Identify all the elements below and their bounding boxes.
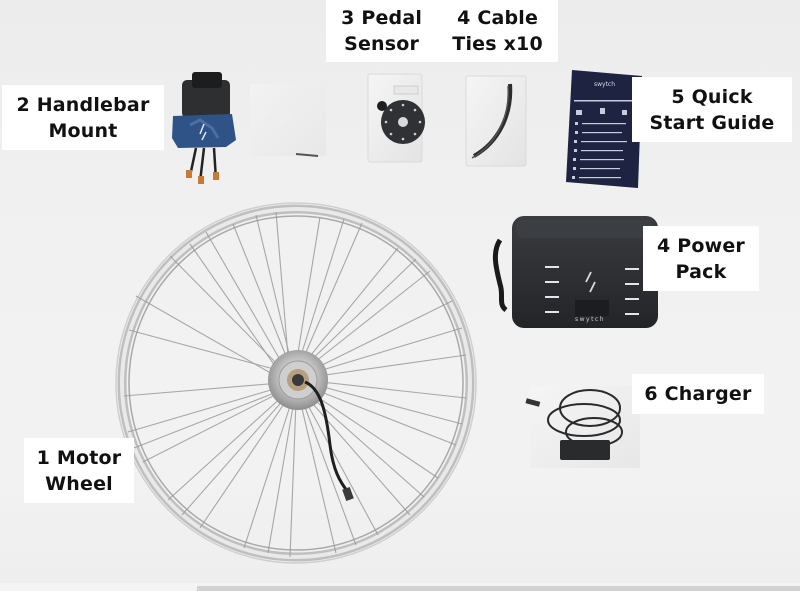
label-line: Ties x10: [452, 33, 543, 55]
handlebar-mount: [172, 72, 236, 184]
horizontal-scrollbar-thumb[interactable]: [197, 586, 800, 591]
pedal-sensor: [367, 73, 425, 163]
label-line: 1 Motor: [36, 446, 122, 469]
svg-text:swytch: swytch: [594, 81, 615, 88]
label-line: 2 Handlebar: [16, 93, 150, 116]
label-charger: 6 Charger: [632, 374, 764, 414]
label-cable-ties: 4 Cable Ties x10: [452, 5, 543, 57]
label-line: Wheel: [45, 472, 113, 495]
label-pedal-sensor-cable-ties: 3 Pedal Sensor 4 Cable Ties x10: [326, 0, 558, 62]
charger: [525, 386, 640, 468]
label-line: 4 Power: [656, 234, 746, 257]
quick-start-guide: swytch: [566, 70, 642, 188]
label-quick-start-guide: 5 Quick Start Guide: [632, 77, 792, 142]
label-power-pack: 4 Power Pack: [643, 226, 759, 291]
accessory-bag: [250, 84, 326, 157]
label-handlebar-mount: 2 Handlebar Mount: [2, 85, 164, 150]
power-pack: swytch: [492, 216, 658, 328]
cable-ties: [465, 75, 527, 167]
label-line: Mount: [48, 119, 118, 142]
label-line: Start Guide: [649, 111, 775, 134]
label-pedal-sensor: 3 Pedal Sensor: [341, 5, 422, 57]
label-line: 3 Pedal: [341, 7, 423, 29]
svg-text:swytch: swytch: [575, 316, 605, 323]
label-line: 6 Charger: [644, 383, 752, 405]
label-line: 4 Cable: [457, 7, 539, 29]
motor-wheel: [115, 202, 477, 564]
label-motor-wheel: 1 Motor Wheel: [24, 438, 134, 503]
label-line: 5 Quick: [671, 85, 753, 108]
label-line: Pack: [675, 260, 727, 283]
label-line: Sensor: [344, 33, 420, 55]
